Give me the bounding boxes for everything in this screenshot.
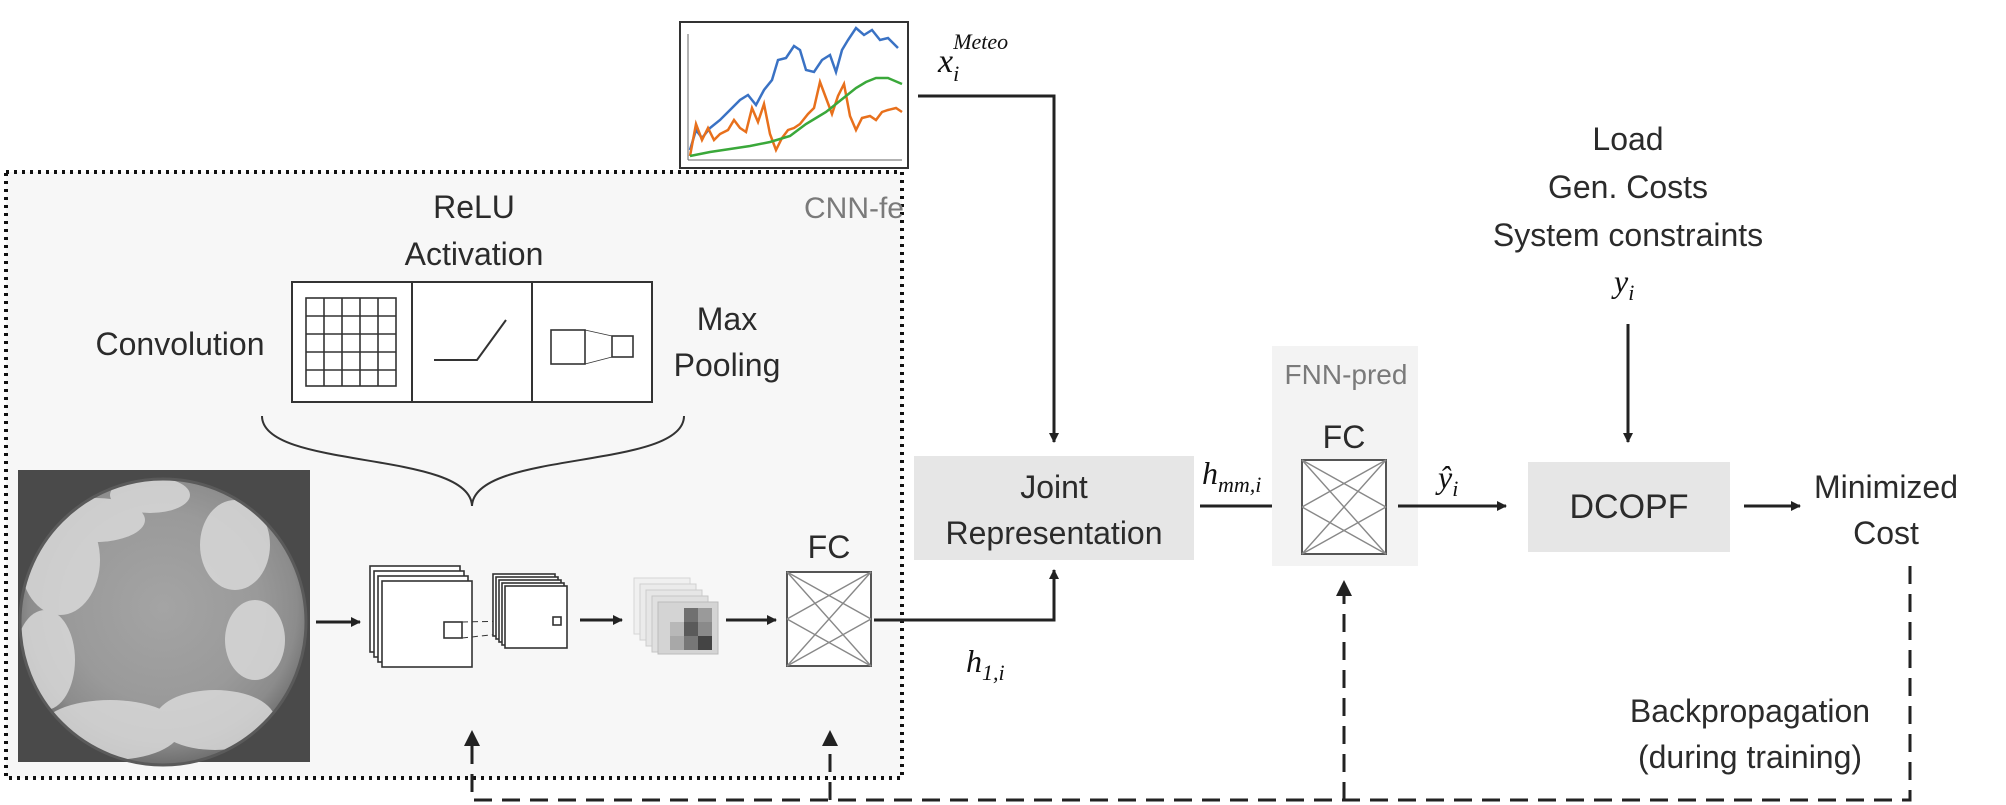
backprop-arrow-fnn-fc bbox=[1336, 580, 1352, 596]
sky-image bbox=[18, 470, 310, 767]
joint-representation-box: Joint Representation bbox=[914, 456, 1194, 560]
convolution-grid-icon bbox=[305, 297, 397, 387]
meteo-series-orange bbox=[688, 77, 903, 157]
relu-label-line1: ReLU bbox=[433, 189, 515, 225]
joint-label-line1: Joint bbox=[1020, 469, 1088, 505]
joint-label-line2: Representation bbox=[945, 515, 1162, 551]
output-line2: Cost bbox=[1853, 515, 1919, 551]
fnn-pred-title: FNN-pred bbox=[1285, 359, 1408, 390]
maxpool-icon bbox=[550, 329, 634, 365]
yhat-label: ŷi bbox=[1435, 459, 1458, 501]
arrow-meteo-to-joint bbox=[918, 94, 1059, 443]
convolution-label: Convolution bbox=[96, 326, 265, 362]
hmm-label: hmm,i bbox=[1202, 455, 1261, 497]
dcopf-box: DCOPF bbox=[1528, 462, 1730, 552]
backprop-path bbox=[470, 566, 1912, 802]
y-input-label: yi bbox=[1611, 263, 1634, 305]
backprop-arrow-cnn-fc bbox=[822, 730, 838, 746]
input-gen-costs: Gen. Costs bbox=[1548, 169, 1708, 205]
meteo-label: xiMeteo bbox=[937, 29, 1008, 86]
meteo-series-green bbox=[689, 76, 903, 158]
meteo-series-blue bbox=[688, 26, 899, 151]
conv-feature-maps bbox=[369, 565, 557, 668]
backprop-line1: Backpropagation bbox=[1630, 693, 1870, 729]
arrow-cnn-fc-to-joint bbox=[874, 569, 1059, 622]
cnn-fe-title: CNN-fe bbox=[804, 192, 904, 225]
relu-label-line2: Activation bbox=[405, 236, 544, 272]
curly-brace bbox=[261, 415, 685, 507]
backprop-arrow-conv bbox=[464, 730, 480, 746]
dcopf-label: DCOPF bbox=[1570, 488, 1689, 526]
cnn-operations-box bbox=[291, 281, 653, 403]
backprop-line2: (during training) bbox=[1638, 739, 1862, 775]
relu-function-icon bbox=[434, 319, 507, 361]
input-system-constraints: System constraints bbox=[1493, 217, 1763, 253]
meteo-chart bbox=[679, 21, 909, 169]
fnn-fc-label: FC bbox=[1323, 419, 1366, 455]
output-line1: Minimized bbox=[1814, 469, 1958, 505]
svg-text:xiMeteo: xiMeteo bbox=[937, 29, 1008, 86]
fnn-fc-layer bbox=[1301, 459, 1387, 555]
cnn-fc-layer bbox=[786, 571, 872, 667]
maxpool-label-line1: Max bbox=[697, 301, 757, 337]
flattened-features bbox=[633, 577, 719, 655]
cnn-fc-label: FC bbox=[808, 529, 851, 565]
maxpool-label-line2: Pooling bbox=[674, 347, 781, 383]
pooled-feature-maps bbox=[492, 573, 568, 649]
h1-label: h1,i bbox=[966, 643, 1005, 685]
cnn-fe-border bbox=[4, 170, 904, 780]
input-load: Load bbox=[1592, 121, 1663, 157]
